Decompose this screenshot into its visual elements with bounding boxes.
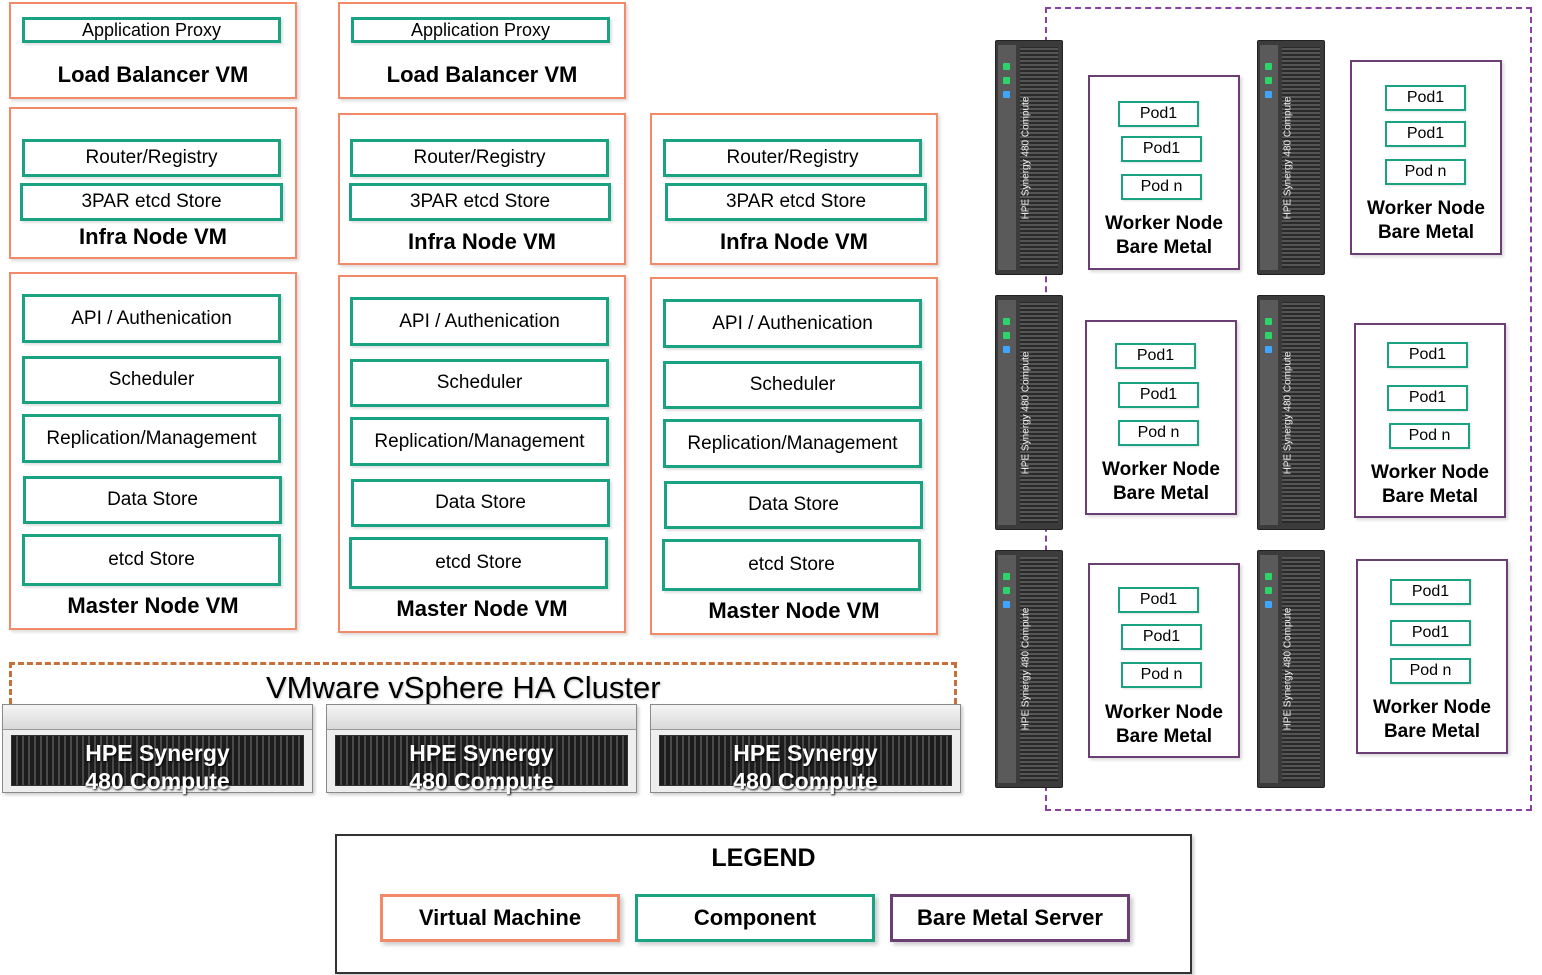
server-front-panel: [3, 705, 312, 730]
pod: Pod n: [1121, 662, 1202, 688]
server-grill: [659, 735, 952, 786]
data-store: Data Store: [664, 481, 923, 529]
pod: Pod1: [1121, 136, 1202, 162]
synergy-blade: HPE Synergy 480 Compute: [995, 295, 1063, 530]
application-proxy: Application Proxy: [351, 17, 610, 43]
infra-node-vm-title: Infra Node VM: [408, 229, 556, 254]
replication-management: Replication/Management: [663, 419, 922, 468]
etcd-store: etcd Store: [349, 537, 608, 589]
master-node-vm-title: Master Node VM: [396, 596, 568, 621]
synergy-blade: HPE Synergy 480 Compute: [1257, 40, 1325, 275]
pod: Pod1: [1387, 342, 1468, 368]
legend-title: LEGEND: [711, 844, 816, 872]
3par-etcd-store: 3PAR etcd Store: [349, 183, 611, 221]
server-front-panel: [651, 705, 960, 730]
legend-component: Component: [635, 894, 875, 942]
3par-etcd-store: 3PAR etcd Store: [20, 183, 283, 221]
synergy-blade: HPE Synergy 480 Compute: [995, 550, 1063, 788]
router-registry: Router/Registry: [22, 139, 281, 177]
pod: Pod1: [1118, 101, 1199, 127]
replication-management: Replication/Management: [22, 414, 281, 463]
synergy-blade: HPE Synergy 480 Compute: [1257, 550, 1325, 788]
api-authentication: API / Authenication: [350, 297, 609, 346]
pod: Pod1: [1118, 587, 1199, 613]
router-registry: Router/Registry: [663, 139, 922, 177]
server-grill: [11, 735, 304, 786]
pod: Pod1: [1121, 624, 1202, 650]
pod: Pod1: [1390, 620, 1471, 646]
data-store: Data Store: [23, 476, 282, 524]
load-balancer-vm-title: Load Balancer VM: [386, 62, 578, 87]
load-balancer-vm-title: Load Balancer VM: [57, 62, 249, 87]
server-front-panel: [327, 705, 636, 730]
master-node-vm-title: Master Node VM: [708, 598, 880, 623]
pod: Pod n: [1389, 423, 1470, 449]
server-grill: [335, 735, 628, 786]
api-authentication: API / Authenication: [22, 294, 281, 343]
pod: Pod n: [1385, 159, 1466, 185]
pod: Pod1: [1385, 121, 1466, 147]
pod: Pod n: [1390, 658, 1471, 684]
pod: Pod1: [1387, 385, 1468, 411]
pod: Pod1: [1390, 579, 1471, 605]
data-store: Data Store: [351, 479, 610, 527]
scheduler: Scheduler: [350, 359, 609, 407]
vsphere-cluster-title: VMware vSphere HA Cluster: [266, 670, 661, 705]
synergy-blade: HPE Synergy 480 Compute: [1257, 295, 1325, 530]
etcd-store: etcd Store: [662, 539, 921, 591]
infra-node-vm-title: Infra Node VM: [79, 224, 227, 249]
scheduler: Scheduler: [663, 361, 922, 409]
master-node-vm-title: Master Node VM: [67, 593, 239, 618]
replication-management: Replication/Management: [350, 417, 609, 466]
legend-virtual-machine: Virtual Machine: [380, 894, 620, 942]
infra-node-vm-title: Infra Node VM: [720, 229, 868, 254]
pod: Pod1: [1115, 343, 1196, 369]
pod: Pod1: [1118, 382, 1199, 408]
3par-etcd-store: 3PAR etcd Store: [665, 183, 927, 221]
pod: Pod1: [1385, 85, 1466, 111]
vsphere-cluster-boundary: [9, 662, 957, 722]
etcd-store: etcd Store: [22, 534, 281, 586]
scheduler: Scheduler: [22, 356, 281, 404]
pod: Pod n: [1121, 174, 1202, 200]
pod: Pod n: [1118, 420, 1199, 446]
synergy-blade: HPE Synergy 480 Compute: [995, 40, 1063, 275]
application-proxy: Application Proxy: [22, 17, 281, 43]
router-registry: Router/Registry: [350, 139, 609, 177]
api-authentication: API / Authenication: [663, 299, 922, 348]
legend-bare-metal-server: Bare Metal Server: [890, 894, 1130, 942]
